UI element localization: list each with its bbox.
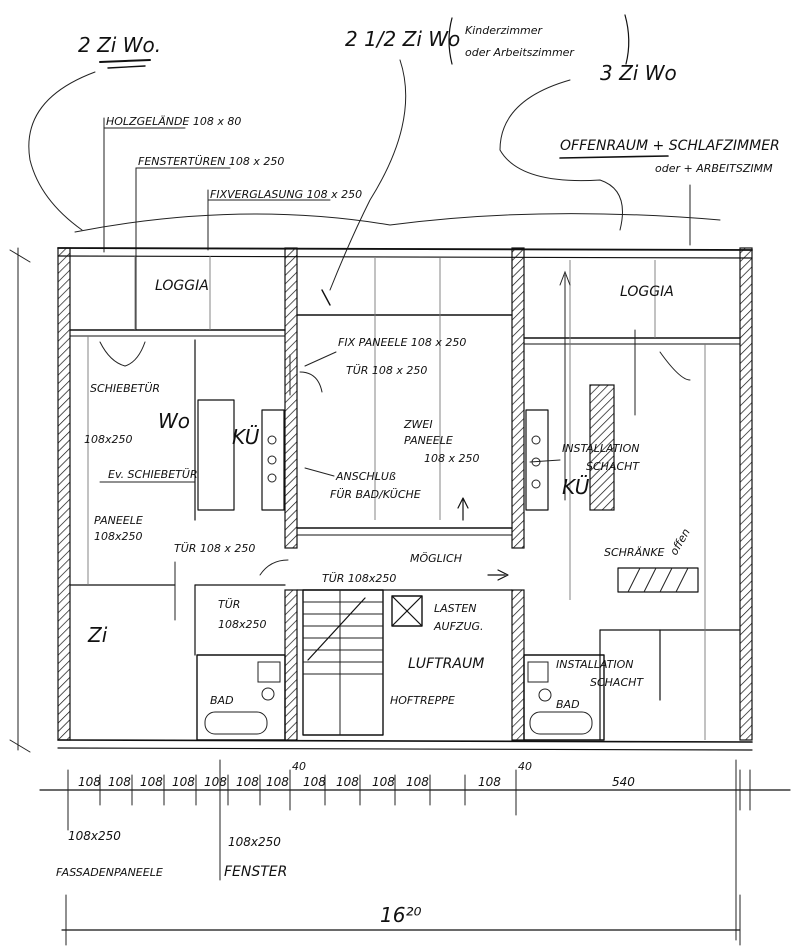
dim-module-8: 108 — [303, 775, 326, 789]
dim-fassade-label: FASSADENPANEELE — [56, 866, 163, 879]
note-tuer-b-1: TÜR — [218, 598, 240, 611]
note-aufzug: AUFZUG. — [433, 620, 484, 633]
unit-headings: 2 Zi Wo. 2 1/2 Zi Wo Kinderzimmer oder A… — [78, 14, 677, 85]
note-tuer-top: TÜR 108 x 250 — [346, 364, 427, 377]
wardrobe — [617, 567, 699, 593]
dim-module-1: 108 — [78, 775, 101, 789]
note-anschluss-2: FÜR BAD/KÜCHE — [330, 488, 421, 501]
heading-note-arbeitszimmer: oder Arbeitszimmer — [465, 46, 575, 59]
note-schraenke: SCHRÄNKE — [604, 546, 665, 559]
dim-module-6: 108 — [236, 775, 259, 789]
callout-open-room-2: oder + ARBEITSZIMM — [655, 162, 773, 175]
note-ev-schiebetuer: Ev. SCHIEBETÜR — [108, 468, 198, 481]
note-installation-bot-1: INSTALLATION — [556, 658, 634, 671]
dim-module-2: 108 — [108, 775, 131, 789]
heading-2-zi-wo: 2 Zi Wo. — [78, 33, 161, 57]
note-installation-bot-2: SCHACHT — [590, 676, 644, 689]
room-loggia-left: LOGGIA — [155, 278, 209, 294]
room-bad-left: BAD — [210, 694, 234, 707]
room-hoftreppe: HOFTREPPE — [390, 694, 455, 707]
room-kue-left: KÜ — [232, 425, 260, 449]
kitchen-left — [197, 399, 285, 511]
callout-french-doors: FENSTERTÜREN 108 x 250 — [138, 155, 284, 168]
room-bad-right: BAD — [556, 698, 580, 711]
dim-fenster-label: FENSTER — [224, 864, 287, 880]
note-schiebetuer: SCHIEBETÜR — [90, 382, 160, 395]
note-fix-paneele: FIX PANEELE 108 x 250 — [338, 336, 466, 349]
walls — [57, 247, 753, 751]
note-anschluss-1: ANSCHLUß — [335, 470, 396, 483]
annotations: SCHIEBETÜR 108x250 Ev. SCHIEBETÜR PANEEL… — [84, 336, 693, 689]
kitchen-right — [525, 384, 615, 511]
callout-railing: HOLZGELÄNDE 108 x 80 — [106, 115, 241, 128]
dim-module-12: 108 — [478, 775, 501, 789]
note-paneele-1: PANEELE — [94, 514, 143, 527]
dimension-string: 108 108 108 108 108 108 108 40 108 108 1… — [9, 247, 791, 946]
callout-fixed-glazing: FIXVERGLASUNG 108 x 250 — [210, 188, 362, 201]
note-installation-top-2: SCHACHT — [586, 460, 640, 473]
dim-right-span: 540 — [612, 775, 635, 789]
note-tuer-b-2: 108x250 — [218, 618, 267, 631]
note-zwei-paneele-1: ZWEI — [403, 418, 433, 431]
dim-wall-2: 40 — [518, 760, 532, 773]
dim-module-4: 108 — [172, 775, 195, 789]
bath-right — [523, 654, 605, 741]
heading-note-kinderzimmer: Kinderzimmer — [465, 24, 544, 37]
note-size-108x250: 108x250 — [84, 433, 133, 446]
note-tuer-corridor: TÜR 108x250 — [322, 572, 396, 585]
dim-total: 16²⁰ — [380, 903, 421, 927]
dim-module-11: 108 — [406, 775, 429, 789]
note-offen: offen — [667, 526, 692, 557]
heading-3-zi-wo: 3 Zi Wo — [600, 61, 677, 85]
note-lasten: LASTEN — [434, 602, 477, 615]
dim-fenster-size: 108x250 — [228, 835, 281, 849]
facade-modules — [87, 256, 706, 740]
bath-left — [196, 654, 286, 741]
dim-module-7: 108 — [266, 775, 289, 789]
dim-module-10: 108 — [372, 775, 395, 789]
note-zwei-paneele-3: 108 x 250 — [424, 452, 480, 465]
heading-2-5-zi-wo: 2 1/2 Zi Wo — [345, 27, 460, 51]
lift — [391, 595, 423, 627]
callouts: HOLZGELÄNDE 108 x 80 FENSTERTÜREN 108 x … — [28, 59, 780, 331]
note-moeglich: MÖGLICH — [410, 552, 462, 565]
note-tuer-a: TÜR 108 x 250 — [174, 542, 255, 555]
note-installation-top-1: INSTALLATION — [562, 442, 640, 455]
room-loggia-right: LOGGIA — [620, 284, 674, 300]
room-wo: Wo — [158, 409, 190, 433]
room-zi: Zi — [87, 623, 108, 647]
room-labels: LOGGIA LOGGIA Wo KÜ KÜ Zi BAD BAD LUFTRA… — [87, 278, 674, 711]
room-kue-right: KÜ — [562, 475, 590, 499]
dim-fassade-size: 108x250 — [68, 829, 121, 843]
note-paneele-2: 108x250 — [94, 530, 143, 543]
dim-module-9: 108 — [336, 775, 359, 789]
room-luftraum: LUFTRAUM — [408, 656, 484, 672]
dim-module-3: 108 — [140, 775, 163, 789]
stair — [302, 589, 384, 736]
callout-open-room-1: OFFENRAUM + SCHLAFZIMMER — [560, 138, 780, 154]
door-marks — [99, 270, 691, 581]
note-zwei-paneele-2: PANEELE — [404, 434, 453, 447]
dim-module-5: 108 — [204, 775, 227, 789]
dim-wall-1: 40 — [292, 760, 306, 773]
